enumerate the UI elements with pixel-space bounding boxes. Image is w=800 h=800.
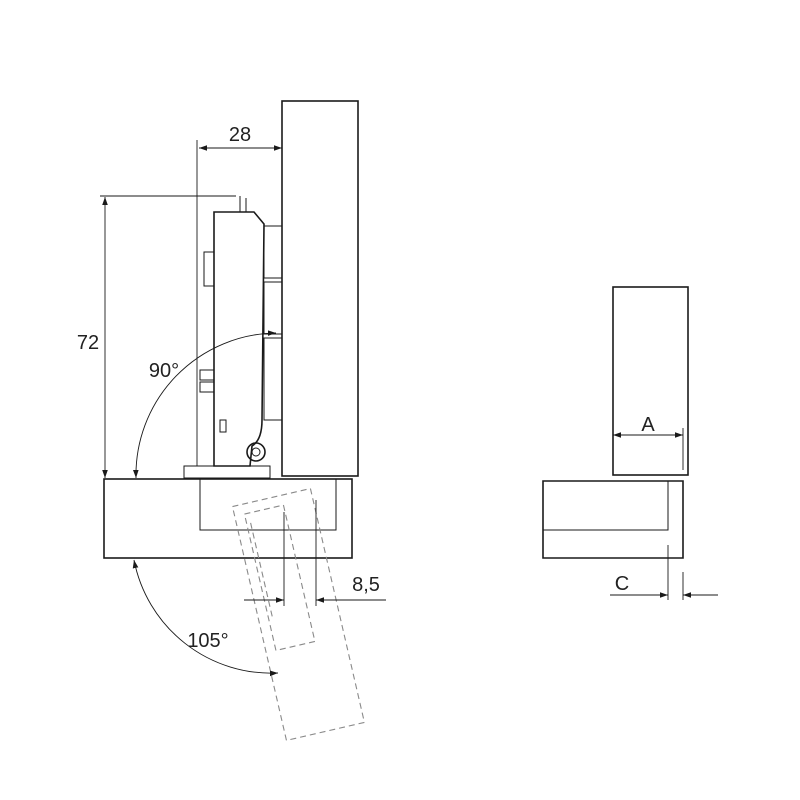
detail-cup-recess [543,481,669,531]
angle-105-label: 105° [187,630,228,652]
dimension-72-label: 72 [77,332,99,354]
door-opened-dashed [231,487,366,742]
detail-side-panel [612,286,689,476]
door-closed [103,478,353,559]
angle-90-arc: 90° [133,330,277,479]
cabinet-side-panel [281,100,359,477]
dimension-72: 72 [77,195,236,478]
mounting-plate [263,225,283,421]
angle-90-label: 90° [149,360,179,382]
dimension-8-5: 8,5 [244,500,386,606]
dimension-a: A [613,414,684,470]
dimension-28: 28 [196,124,282,466]
detail-door [542,480,684,559]
dimension-a-label: A [641,414,655,436]
angle-105-arc: 105° [132,559,279,677]
dimension-c: C [610,545,718,600]
hinge-cup [199,479,337,531]
dimension-c-label: C [615,573,629,595]
dimension-8-5-label: 8,5 [352,574,380,596]
dimension-28-label: 28 [229,124,251,146]
hinge-pivot [246,442,266,462]
